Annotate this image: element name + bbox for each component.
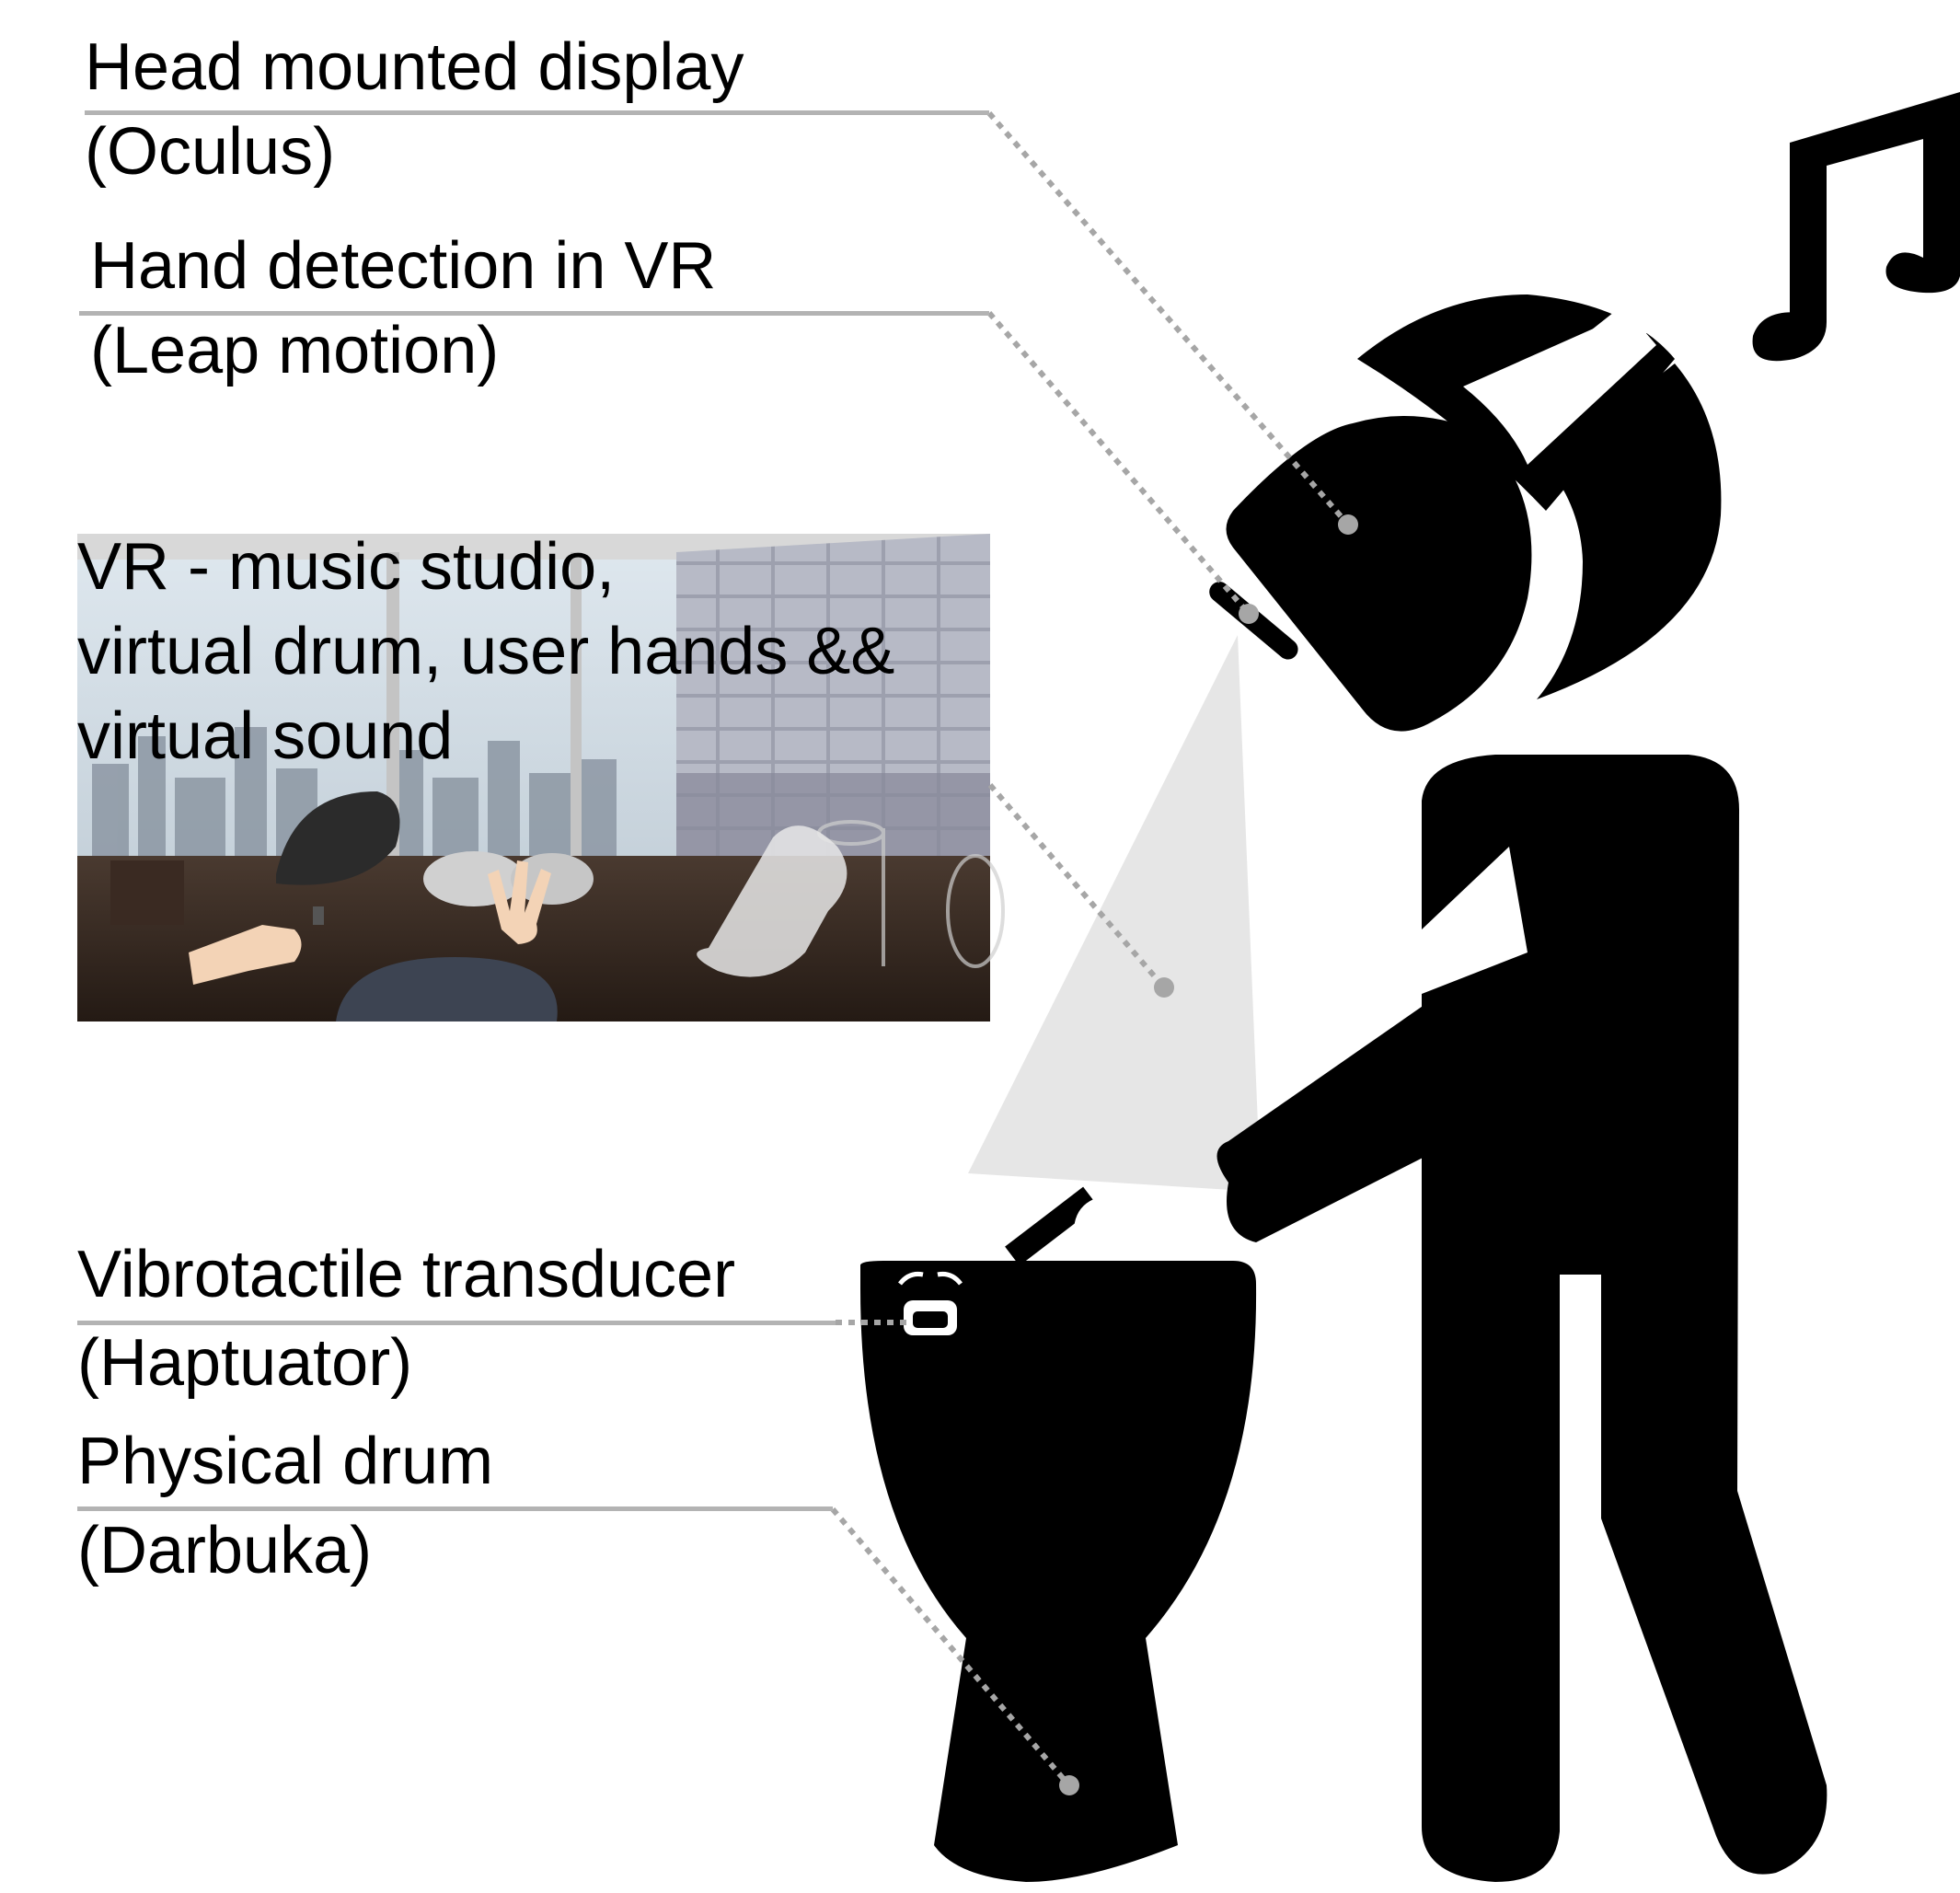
- hand-label: Hand detection in VR: [90, 229, 717, 303]
- leader-lines: [830, 111, 1351, 1785]
- rule-vibro: [77, 1321, 836, 1325]
- vibro-sublabel: (Haptuator): [77, 1326, 413, 1400]
- vr-caption: VR - music studio, virtual drum, user ha…: [77, 525, 894, 779]
- leader-endpoints: [1059, 514, 1358, 1795]
- leader-dot-vr: [1154, 977, 1174, 998]
- headset-icon: [1226, 298, 1656, 732]
- leader-dot-hand: [1239, 604, 1259, 624]
- vr-caption-line-2: virtual drum, user hands &&: [77, 615, 895, 688]
- hand-sublabel: (Leap motion): [90, 314, 500, 387]
- haptuator-icon: [898, 1272, 963, 1335]
- hmd-sublabel: (Oculus): [85, 115, 336, 189]
- leader-vr: [987, 783, 1167, 989]
- rule-hand: [79, 311, 989, 316]
- person-icon: [1216, 294, 1827, 1882]
- music-note-icon: [1752, 92, 1960, 362]
- vibro-label: Vibrotactile transducer: [77, 1238, 736, 1311]
- drum-sublabel: (Darbuka): [77, 1514, 373, 1587]
- vr-caption-line-3: virtual sound: [77, 699, 454, 773]
- vr-caption-line-1: VR - music studio,: [77, 530, 616, 604]
- field-of-view-cone: [968, 635, 1261, 1192]
- darbuka-drum-icon: [860, 1186, 1257, 1882]
- leader-drum: [830, 1507, 1070, 1785]
- hmd-label: Head mounted display: [85, 30, 744, 104]
- leader-dot-hmd: [1338, 514, 1358, 535]
- vr-studio-screenshot: [77, 534, 1005, 1022]
- rule-drum: [77, 1506, 833, 1511]
- leader-hand: [986, 311, 1251, 616]
- leader-hmd: [986, 111, 1351, 526]
- rule-hmd: [85, 110, 989, 115]
- leader-dot-drum: [1059, 1775, 1079, 1795]
- drum-label: Physical drum: [77, 1425, 494, 1498]
